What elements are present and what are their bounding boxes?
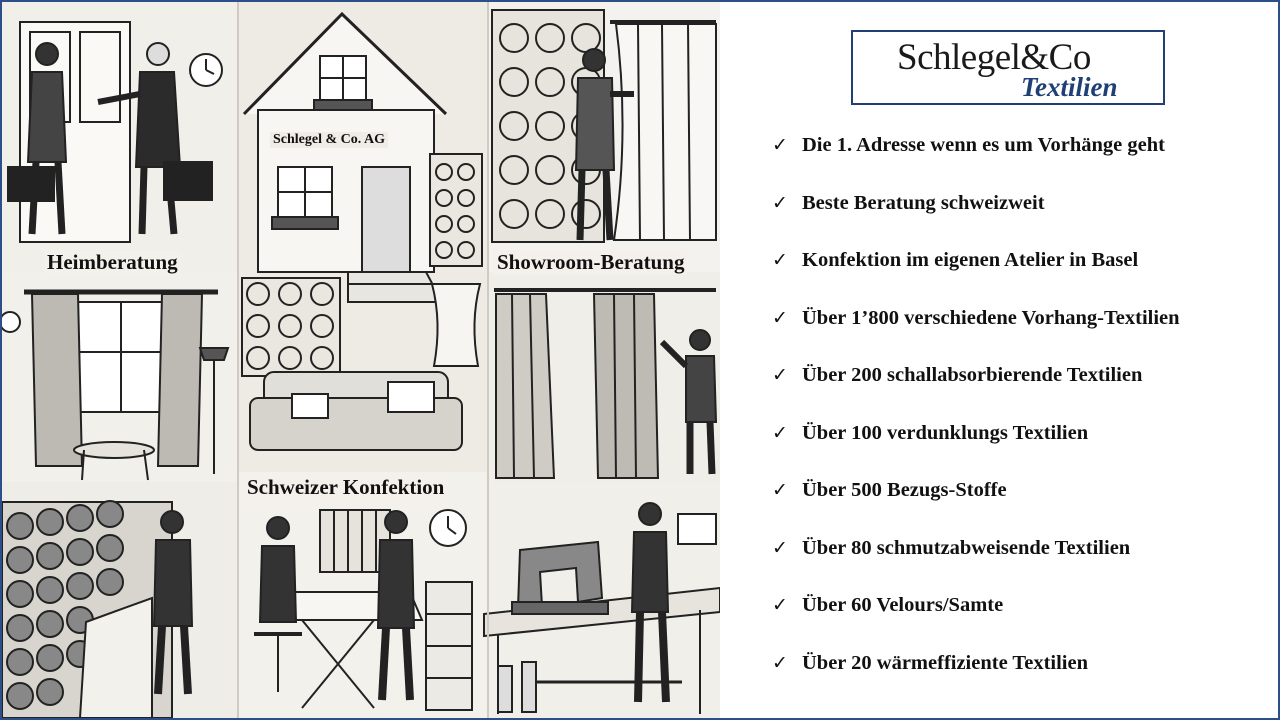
scene-label-konfektion: Schweizer Konfektion bbox=[244, 475, 448, 500]
brand-subtitle: Textilien bbox=[1021, 72, 1118, 102]
list-item: ✓ Konfektion im eigenen Atelier in Basel bbox=[772, 249, 1180, 307]
illustration-collage: Schlegel & Co. AG Heimberatung Showroom-… bbox=[2, 2, 720, 718]
living-room-scene bbox=[2, 289, 230, 481]
feature-text: Über 20 wärmeffiziente Textilien bbox=[802, 651, 1088, 674]
house-scene bbox=[241, 11, 483, 451]
check-icon: ✓ bbox=[772, 421, 788, 444]
feature-text: Die 1. Adresse wenn es um Vorhänge geht bbox=[802, 134, 1165, 156]
check-icon: ✓ bbox=[772, 191, 788, 214]
list-item: ✓ Über 60 Velours/Samte bbox=[772, 594, 1180, 652]
list-item: ✓ Über 500 Bezugs-Stoffe bbox=[772, 479, 1180, 537]
feature-text: Über 80 schmutzabweisende Textilien bbox=[802, 536, 1131, 559]
feature-text: Beste Beratung schweizweit bbox=[802, 191, 1045, 214]
list-item: ✓ Über 1’800 verschiedene Vorhang-Textili… bbox=[772, 307, 1180, 365]
list-item: ✓ Über 200 schallabsorbierende Textilien bbox=[772, 364, 1180, 422]
check-icon: ✓ bbox=[772, 536, 788, 559]
sewing-scene bbox=[483, 502, 720, 714]
list-item: ✓ Über 20 wärmeffiziente Textilien bbox=[772, 652, 1180, 710]
feature-text: Über 60 Velours/Samte bbox=[802, 594, 1004, 616]
check-icon: ✓ bbox=[772, 364, 788, 386]
check-icon: ✓ bbox=[772, 594, 788, 616]
list-item: ✓ Die 1. Adresse wenn es um Vorhänge geht bbox=[772, 134, 1180, 192]
feature-text: Über 1’800 verschiedene Vorhang-Textilie… bbox=[802, 306, 1180, 329]
brand-logo: Schlegel&Co Textilien bbox=[851, 30, 1165, 105]
feature-text: Über 200 schallabsorbierende Textilien bbox=[802, 364, 1143, 386]
check-icon: ✓ bbox=[772, 479, 788, 501]
info-panel: Schlegel&Co Textilien ✓ Die 1. Adresse we… bbox=[720, 2, 1278, 718]
check-icon: ✓ bbox=[772, 651, 788, 674]
feature-list: ✓ Die 1. Adresse wenn es um Vorhänge geht… bbox=[772, 134, 1180, 709]
feature-text: Konfektion im eigenen Atelier in Basel bbox=[802, 249, 1139, 271]
feature-text: Über 100 verdunklungs Textilien bbox=[802, 421, 1089, 444]
list-item: ✓ Über 80 schmutzabweisende Textilien bbox=[772, 537, 1180, 595]
check-icon: ✓ bbox=[772, 249, 788, 271]
fabric-rolls-scene bbox=[2, 500, 194, 718]
workshop-scene bbox=[254, 509, 473, 711]
scene-label-showroom: Showroom-Beratung bbox=[494, 250, 688, 275]
showroom-scene bbox=[491, 9, 717, 243]
list-item: ✓ Beste Beratung schweizweit bbox=[772, 192, 1180, 250]
list-item: ✓ Über 100 verdunklungs Textilien bbox=[772, 422, 1180, 480]
feature-text: Über 500 Bezugs-Stoffe bbox=[802, 479, 1007, 501]
curtain-install-scene bbox=[494, 288, 718, 479]
check-icon: ✓ bbox=[772, 306, 788, 329]
heimberatung-scene bbox=[7, 21, 223, 243]
check-icon: ✓ bbox=[772, 134, 788, 156]
scene-label-heimberatung: Heimberatung bbox=[44, 250, 181, 275]
building-sign-label: Schlegel & Co. AG bbox=[270, 132, 388, 148]
illustration-drawing bbox=[2, 2, 720, 718]
brand-name: Schlegel&Co bbox=[897, 37, 1091, 78]
